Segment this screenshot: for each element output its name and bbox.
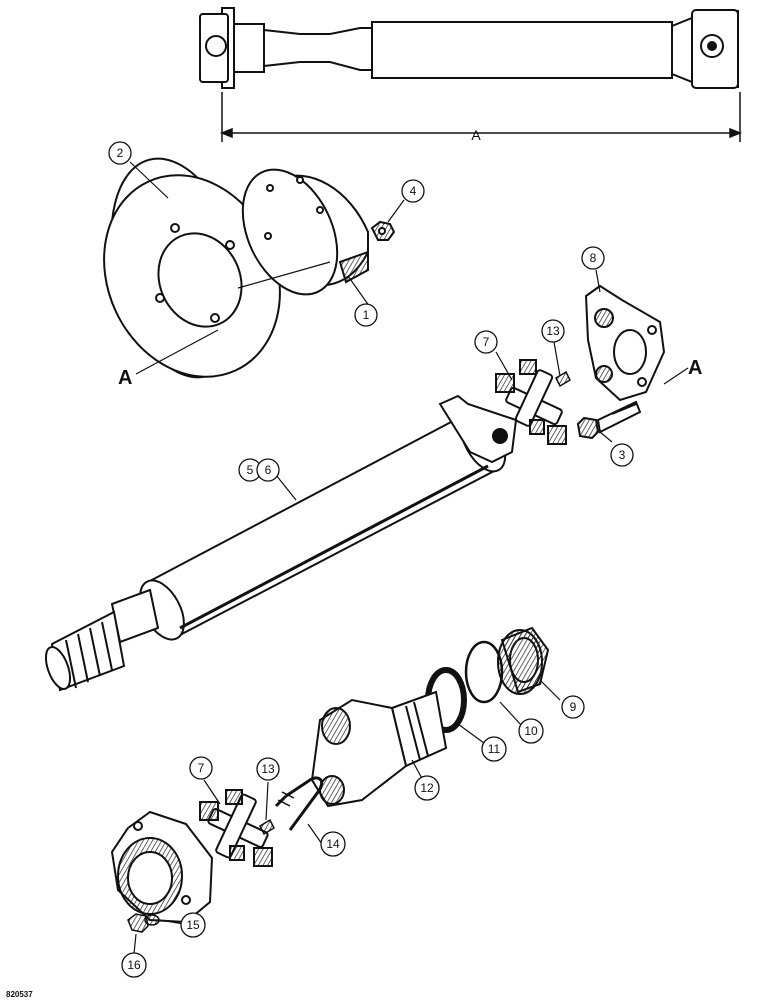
view-a-leader-right — [663, 367, 689, 385]
callout-14: 14 — [320, 831, 346, 857]
callout-9: 9 — [561, 695, 585, 719]
callout-2: 2 — [108, 141, 132, 165]
grease-fitting-upper — [555, 370, 571, 388]
svg-text:7: 7 — [198, 761, 205, 775]
callout-16: 16 — [121, 952, 147, 978]
view-a-marker-right: A — [688, 357, 702, 379]
callout-8: 8 — [581, 246, 605, 270]
view-a-leader — [135, 261, 331, 375]
view-a-marker-left: A — [118, 367, 132, 389]
svg-text:10: 10 — [524, 724, 538, 738]
callout-4: 4 — [401, 179, 425, 203]
dimension-a — [219, 92, 743, 142]
callout-13-upper: 13 — [541, 319, 565, 343]
callout-5-6: 5 6 — [238, 458, 280, 482]
counterweight-hub — [241, 168, 369, 296]
callout-7-lower: 7 — [189, 756, 213, 780]
figure-code: 820537 — [6, 990, 33, 999]
callout-3: 3 — [610, 443, 634, 467]
bolt — [576, 400, 642, 440]
grease-fitting-lower — [259, 818, 275, 836]
svg-text:11: 11 — [488, 742, 501, 756]
svg-text:13: 13 — [546, 324, 560, 338]
callout-12: 12 — [414, 775, 440, 801]
svg-text:16: 16 — [127, 958, 141, 972]
svg-text:7: 7 — [483, 335, 490, 349]
svg-text:6: 6 — [265, 463, 272, 477]
splined-yoke — [110, 810, 214, 924]
main-shaft-tube — [44, 394, 518, 692]
svg-text:9: 9 — [570, 700, 577, 714]
svg-text:13: 13 — [261, 762, 275, 776]
svg-text:4: 4 — [410, 184, 417, 198]
callout-7-upper: 7 — [474, 330, 498, 354]
svg-text:2: 2 — [117, 146, 124, 160]
callout-1: 1 — [354, 303, 378, 327]
dimension-a-label: A — [471, 127, 481, 143]
ring-nut — [497, 626, 550, 695]
svg-text:8: 8 — [590, 251, 597, 265]
universal-joint-cross-upper — [495, 359, 567, 445]
thin-ring — [464, 640, 504, 704]
nut — [370, 220, 396, 241]
universal-joint-cross-lower — [199, 789, 273, 867]
svg-text:15: 15 — [186, 918, 200, 932]
svg-text:14: 14 — [326, 837, 340, 851]
slip-yoke — [310, 690, 448, 808]
svg-text:3: 3 — [619, 448, 626, 462]
callout-10: 10 — [518, 718, 544, 744]
callout-15: 15 — [180, 912, 206, 938]
yoke-flange — [584, 284, 666, 402]
u-bolt — [274, 776, 324, 831]
callout-11: 11 — [481, 736, 507, 762]
svg-text:12: 12 — [420, 781, 434, 795]
hex-nut-lower — [127, 913, 149, 933]
assembled-driveshaft — [199, 7, 739, 89]
flange-disk — [103, 157, 281, 379]
callout-13-lower: 13 — [256, 757, 280, 781]
svg-text:1: 1 — [363, 308, 370, 322]
svg-text:5: 5 — [247, 463, 254, 477]
